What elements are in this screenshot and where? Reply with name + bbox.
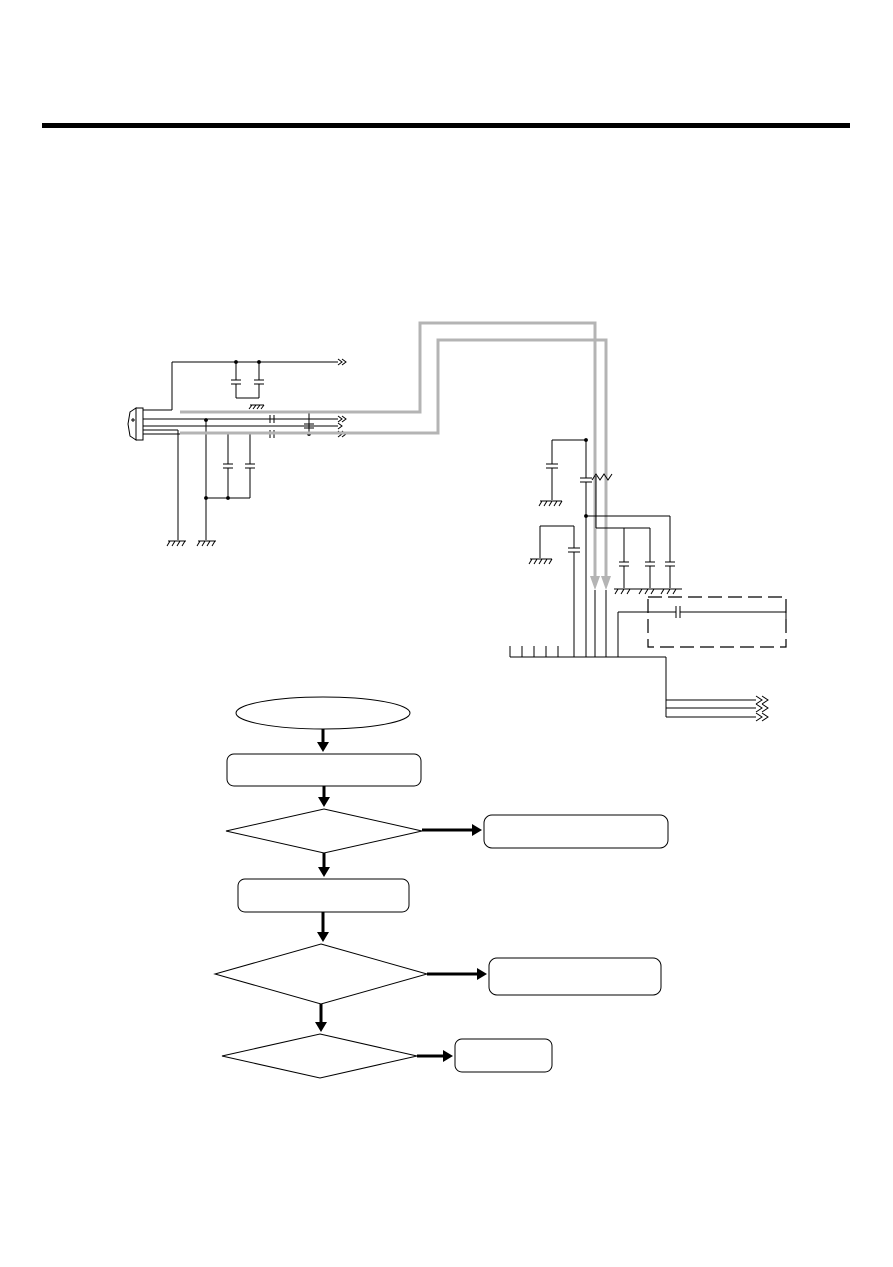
flow-result-1 [483, 814, 669, 849]
flow-start [235, 696, 411, 730]
audio-line-upper [143, 415, 347, 423]
ground-network-left [143, 418, 255, 547]
optional-component-box [647, 596, 787, 648]
top-supply-line [143, 358, 347, 411]
header-rule [42, 123, 850, 128]
flow-arrows [315, 729, 487, 1062]
troubleshooting-flowchart [213, 696, 669, 1079]
flow-result-3 [454, 1038, 553, 1073]
signal-traces [180, 321, 608, 580]
flow-decision-2 [213, 943, 429, 1005]
connector-jack [127, 407, 144, 441]
signal-trace-arrows [590, 576, 611, 590]
audio-line-lower [143, 422, 343, 430]
signal-trace-left [180, 321, 597, 580]
flow-decision-1 [225, 808, 423, 854]
flow-step-2 [237, 878, 410, 913]
ic-input-network [509, 438, 787, 722]
flow-result-2 [488, 957, 662, 996]
flow-step-1 [226, 753, 422, 787]
flow-decision-3 [221, 1033, 418, 1079]
circuit-schematic [127, 358, 347, 547]
signal-trace-right [180, 338, 608, 580]
